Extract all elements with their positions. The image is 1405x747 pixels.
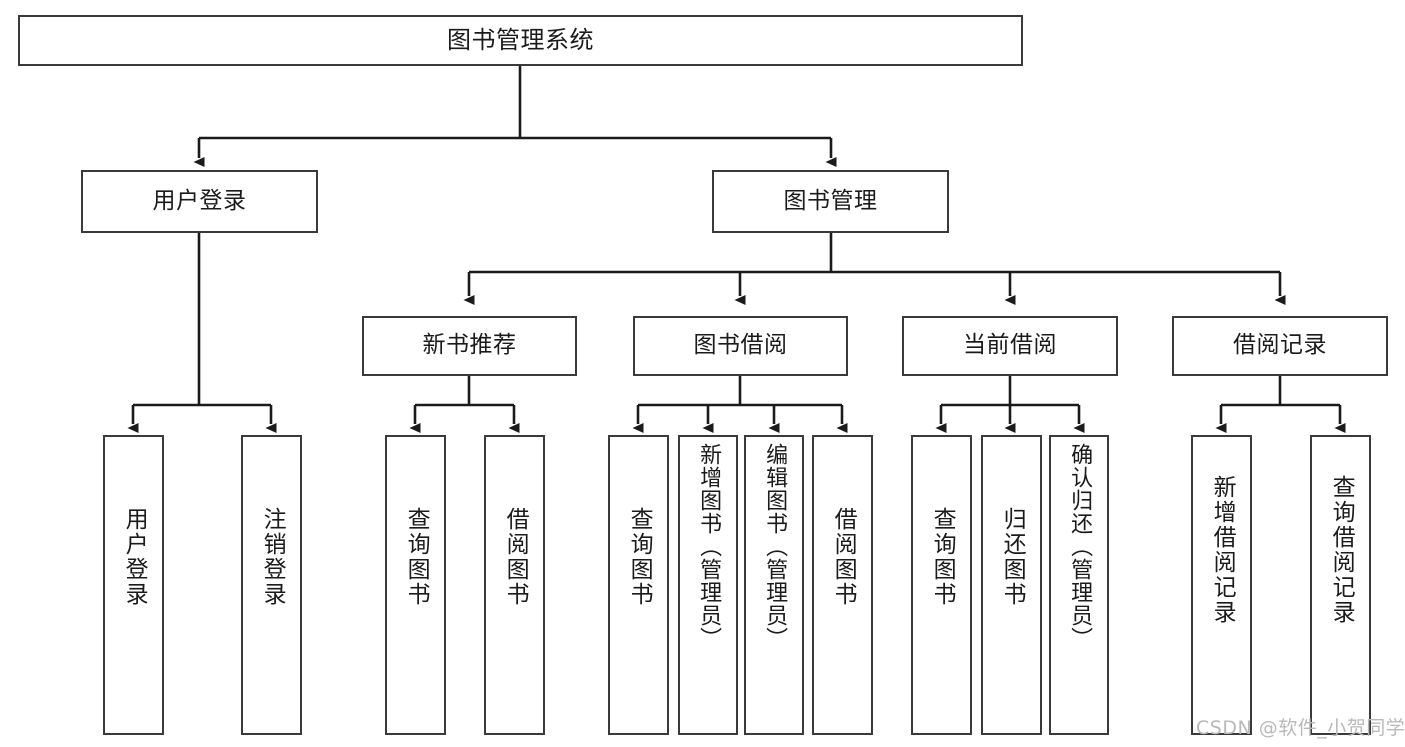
leaf-book-borrow-edit-book-admin[interactable]: 编辑图书（管理员） [744,435,804,735]
node-label: 当前借阅 [963,332,1057,359]
node-current-borrow[interactable]: 当前借阅 [902,316,1118,376]
edges-currentborrow-to-leaves [935,376,1085,433]
leaf-borrow-record-add-record[interactable]: 新增借阅记录 [1191,435,1252,735]
edges-newbook-to-leaves [409,376,520,433]
leaf-current-borrow-return-book[interactable]: 归还图书 [981,435,1042,735]
leaf-book-borrow-add-book-admin[interactable]: 新增图书（管理员） [678,435,738,735]
node-label: 新增借阅记录 [1209,475,1236,625]
node-label: 图书管理系统 [447,26,594,55]
leaf-new-book-query-book[interactable]: 查询图书 [385,435,446,735]
node-label: 查询借阅记录 [1328,475,1355,625]
leaf-book-borrow-query-book[interactable]: 查询图书 [608,435,669,735]
node-label: 图书借阅 [693,332,788,359]
node-user-login[interactable]: 用户登录 [81,170,318,233]
node-label: 用户登录 [152,187,247,214]
node-borrow-record[interactable]: 借阅记录 [1172,316,1388,376]
edges-bookmgmt-to-level3 [463,233,1286,305]
leaf-book-borrow-borrow-book[interactable]: 借阅图书 [812,435,873,735]
leaf-current-borrow-query-book[interactable]: 查询图书 [911,435,972,735]
node-label: 图书管理 [783,187,878,214]
node-new-book-recommend[interactable]: 新书推荐 [362,316,577,376]
node-label: 借阅记录 [1233,332,1327,359]
node-label: 确认归还（管理员） [1067,443,1093,650]
leaf-borrow-record-query-record[interactable]: 查询借阅记录 [1310,435,1371,735]
node-label: 查询图书 [403,507,430,607]
node-root-book-management-system[interactable]: 图书管理系统 [18,15,1023,66]
node-label: 查询图书 [626,507,653,607]
node-label: 新增图书（管理员） [696,443,722,650]
node-book-management[interactable]: 图书管理 [712,170,949,233]
leaf-new-book-borrow-book[interactable]: 借阅图书 [484,435,545,735]
watermark-credit: CSDN @软件_小贺同学 [1196,717,1405,739]
edges-userlogin-to-leaves [127,233,277,433]
node-label: 用户登录 [121,507,148,607]
edges-bookborrow-to-leaves [632,376,848,433]
edges-borrowrecord-to-leaves [1215,376,1346,433]
node-label: 查询图书 [929,507,956,607]
edges-root-to-level2 [193,66,837,167]
node-label: 注销登录 [259,507,286,607]
node-book-borrow[interactable]: 图书借阅 [633,316,848,376]
node-label: 借阅图书 [830,507,857,607]
leaf-current-borrow-confirm-return-admin[interactable]: 确认归还（管理员） [1049,435,1109,735]
leaf-user-login-logout[interactable]: 注销登录 [241,435,302,735]
node-label: 新书推荐 [422,332,517,359]
node-label: 编辑图书（管理员） [762,443,788,650]
node-label: 归还图书 [999,507,1026,607]
node-label: 借阅图书 [502,507,529,607]
leaf-user-login-login[interactable]: 用户登录 [103,435,164,735]
